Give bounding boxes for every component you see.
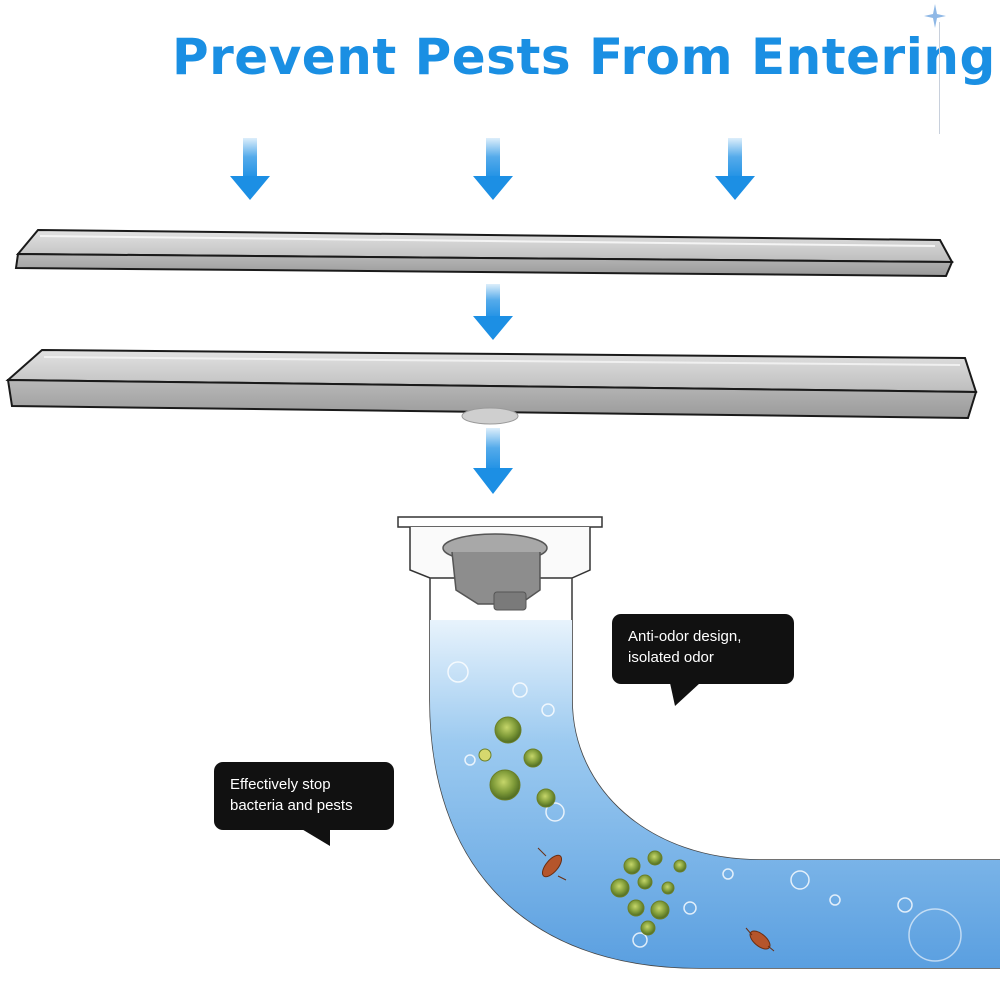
- water-bubbles: [447, 661, 962, 962]
- anti-odor-callout: Anti-odor design, isolated odor: [612, 614, 794, 684]
- title-bracket: [925, 22, 940, 134]
- down-arrow-icon: [230, 138, 270, 200]
- callout-line: Anti-odor design,: [628, 628, 742, 645]
- callout-line: bacteria and pests: [230, 797, 353, 814]
- cockroach: [745, 927, 775, 952]
- grate-cover: [14, 228, 954, 278]
- cockroach: [537, 847, 567, 881]
- down-arrow-icon: [715, 138, 755, 200]
- down-arrow-icon: [473, 138, 513, 200]
- bacteria: [478, 716, 687, 936]
- sparkle-icon: [924, 4, 946, 28]
- callout-tail: [300, 828, 330, 846]
- down-arrow-icon: [473, 284, 513, 340]
- page-title: Prevent Pests From Entering: [172, 28, 996, 86]
- callout-line: Effectively stop: [230, 776, 331, 793]
- drain-channel: [5, 348, 978, 425]
- down-arrow-icon: [473, 428, 513, 494]
- callout-line: isolated odor: [628, 649, 714, 666]
- stop-bacteria-callout: Effectively stop bacteria and pests: [214, 762, 394, 830]
- callout-tail: [670, 683, 700, 706]
- drain-trap: [397, 516, 1000, 969]
